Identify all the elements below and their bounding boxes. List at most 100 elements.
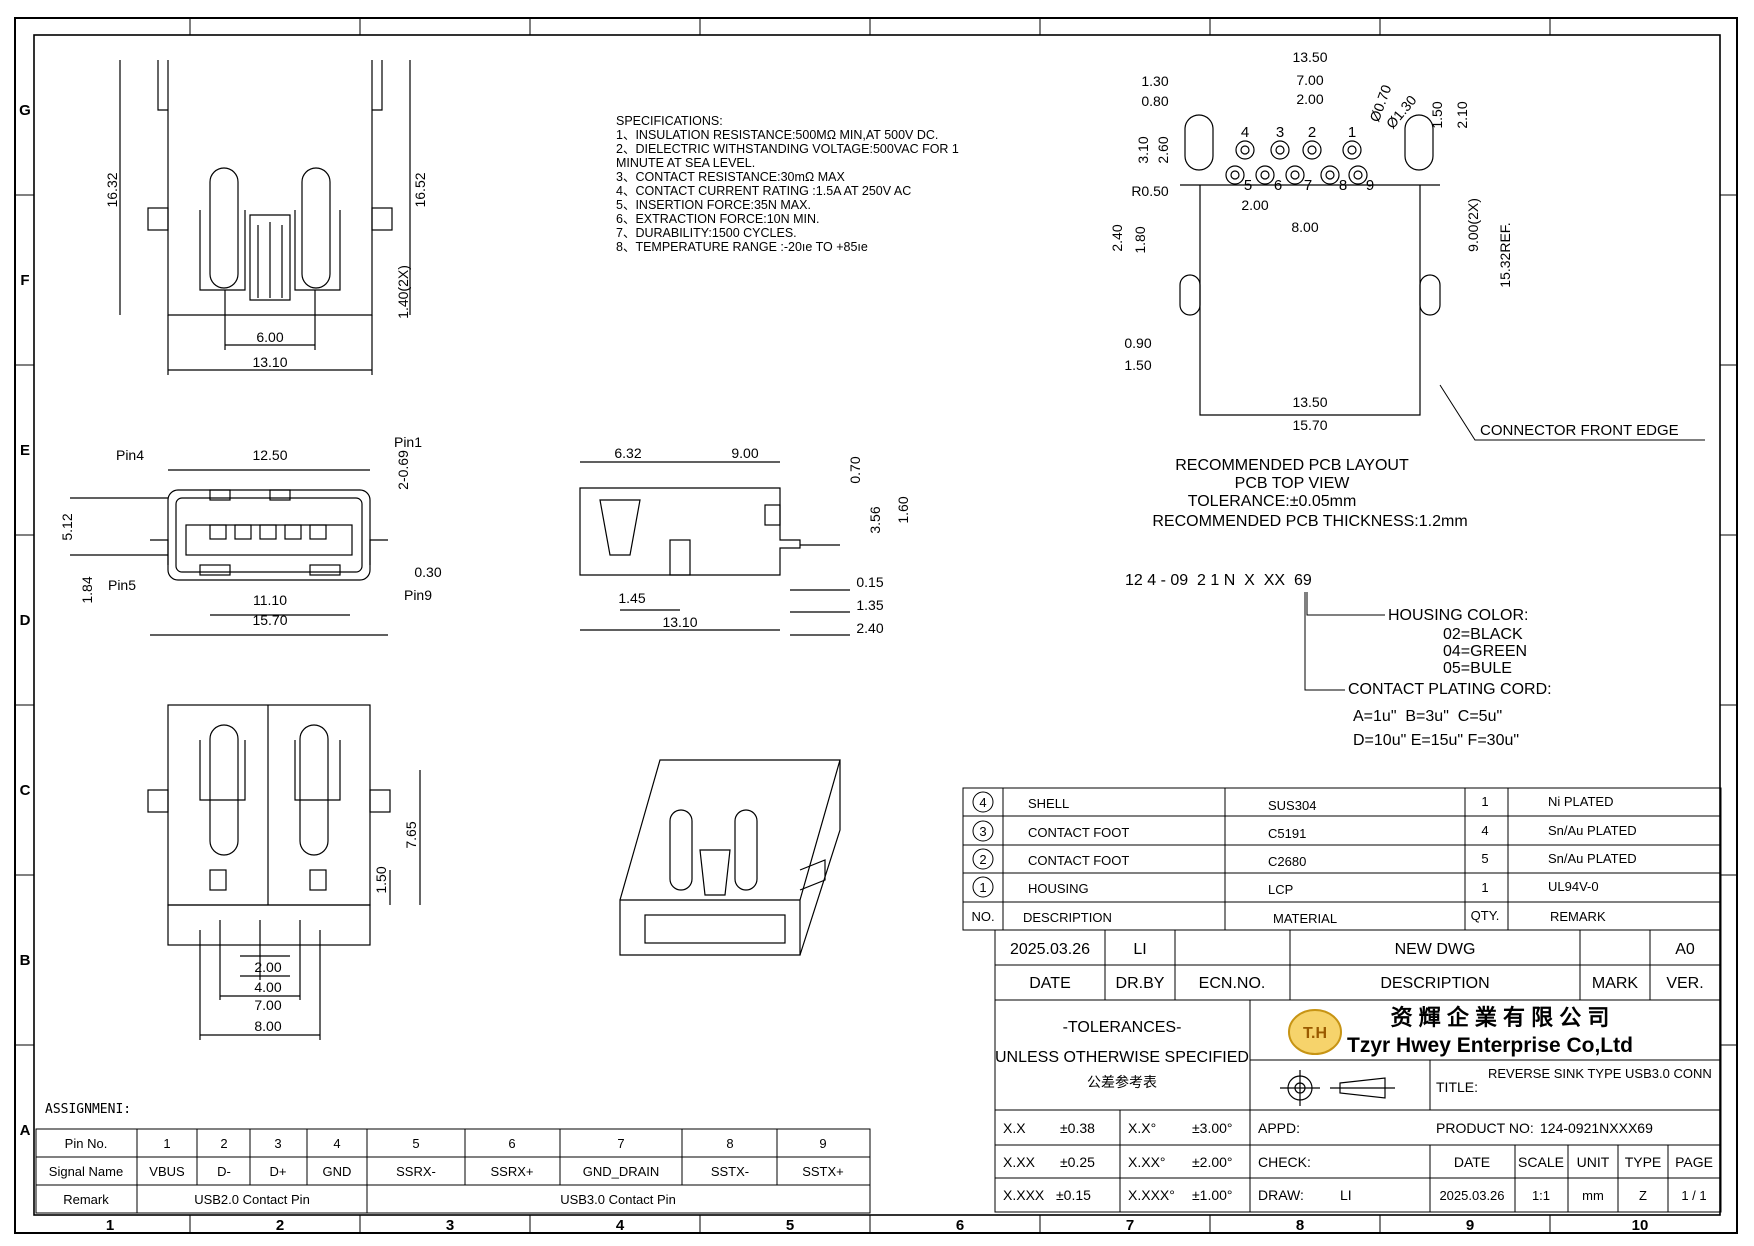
dim-label: 13.10 — [252, 354, 287, 370]
bom-qty: 5 — [1481, 851, 1488, 866]
tol-row: ±2.00° — [1192, 1154, 1233, 1170]
rev-h-ecn: ECN.NO. — [1199, 975, 1266, 992]
dim-label: 2.00 — [254, 959, 281, 975]
dim-label: 13.10 — [662, 614, 697, 630]
dim-label: 2.10 — [1454, 101, 1470, 128]
pin-number: 8 — [1339, 177, 1347, 194]
row-label: F — [20, 272, 29, 289]
rev-h-desc: DESCRIPTION — [1380, 975, 1489, 992]
drawer-name: LI — [1340, 1187, 1352, 1203]
pin-number: 3 — [274, 1136, 281, 1151]
product-label: PRODUCT NO: — [1436, 1120, 1534, 1136]
row-label: B — [20, 952, 31, 969]
bom-remark: UL94V-0 — [1548, 879, 1599, 894]
bom-header-no: NO. — [971, 909, 994, 924]
spec-line: MINUTE AT SEA LEVEL. — [616, 156, 755, 170]
product-value: 124-0921NXXX69 — [1540, 1120, 1653, 1136]
col-label: 3 — [446, 1217, 454, 1234]
row-label: D — [20, 612, 31, 629]
col-label: 10 — [1632, 1217, 1649, 1234]
dim-label: 1.30 — [1141, 73, 1168, 89]
plating-title: CONTACT PLATING CORD: — [1348, 681, 1552, 698]
plating-option: D=10u" E=15u" F=30u" — [1353, 732, 1519, 749]
bom-qty: 4 — [1481, 823, 1488, 838]
bom-desc: SHELL — [1028, 796, 1069, 811]
assignment-title: ASSIGNMENI: — [45, 1102, 131, 1117]
tol-row: X.X — [1003, 1120, 1026, 1136]
tolerances-cn: 公差参考表 — [1087, 1074, 1157, 1090]
tolerances-title: -TOLERANCES- — [1063, 1019, 1182, 1036]
dim-label: 4.00 — [254, 979, 281, 995]
col-label: 8 — [1296, 1217, 1304, 1234]
check-label: CHECK: — [1258, 1154, 1311, 1170]
front-view — [119, 60, 411, 375]
pin-number: 4 — [1241, 124, 1249, 141]
row-label: G — [19, 102, 31, 119]
rev-desc: NEW DWG — [1395, 941, 1476, 958]
bom-material: SUS304 — [1268, 798, 1316, 813]
pin-number: 7 — [617, 1136, 624, 1151]
bom-no: 1 — [979, 880, 986, 895]
dim-label: 2.60 — [1155, 136, 1171, 163]
col-label: 5 — [786, 1217, 794, 1234]
dim-label: 2.00 — [1296, 91, 1323, 107]
remark-usb3: USB3.0 Contact Pin — [560, 1192, 676, 1207]
bom-no: 2 — [979, 852, 986, 867]
dim-label: 0.80 — [1141, 93, 1168, 109]
signal-name: GND_DRAIN — [583, 1164, 660, 1179]
dim-label: 15.70 — [1292, 417, 1327, 433]
bom-material: LCP — [1268, 882, 1293, 897]
dim-label: 1.35 — [856, 597, 883, 613]
dim-label: 0.70 — [847, 456, 863, 483]
assignment-remark-label: Remark — [63, 1192, 109, 1207]
assignment-signal-label: Signal Name — [49, 1164, 123, 1179]
title-value: REVERSE SINK TYPE USB3.0 CONN — [1488, 1066, 1712, 1081]
pin-label: Pin4 — [116, 447, 144, 463]
col-label: 4 — [616, 1217, 625, 1234]
v-unit: mm — [1582, 1188, 1604, 1203]
dim-label: 12.50 — [252, 447, 287, 463]
dim-label: 2.00 — [1241, 197, 1268, 213]
tol-row: ±0.25 — [1060, 1154, 1095, 1170]
spec-title: SPECIFICATIONS: — [616, 114, 723, 128]
pin-number: 5 — [1244, 177, 1252, 194]
tol-row: ±3.00° — [1192, 1120, 1233, 1136]
pin-label: Pin5 — [108, 577, 136, 593]
signal-name: SSRX+ — [491, 1164, 534, 1179]
dim-label: 6.32 — [614, 445, 641, 461]
row-label: C — [20, 782, 31, 799]
bom-header-remark: REMARK — [1550, 909, 1606, 924]
inner-border — [33, 34, 1721, 1216]
pcb-caption: RECOMMENDED PCB LAYOUT — [1175, 457, 1409, 474]
dim-label: 15.70 — [252, 612, 287, 628]
spec-line: 3、CONTACT RESISTANCE:30mΩ MAX — [616, 170, 845, 184]
bom-header-desc: DESCRIPTION — [1023, 910, 1112, 925]
pin-label: Pin9 — [404, 587, 432, 603]
spec-line: 2、DIELECTRIC WITHSTANDING VOLTAGE:500VAC… — [616, 142, 959, 156]
isometric-view — [619, 759, 841, 956]
end-view — [70, 469, 388, 636]
bom-material: C2680 — [1268, 854, 1306, 869]
dim-label: 1.80 — [1132, 226, 1148, 253]
pcb-layout — [1179, 114, 1441, 416]
dim-label: 2.40 — [856, 620, 883, 636]
rev-h-date: DATE — [1029, 975, 1070, 992]
draw-label: DRAW: — [1258, 1187, 1304, 1203]
pin-number: 7 — [1304, 177, 1312, 194]
dim-label: 1.45 — [618, 590, 645, 606]
bom-header-material: MATERIAL — [1273, 911, 1337, 926]
signal-name: SSTX+ — [802, 1164, 844, 1179]
housing-option: 02=BLACK — [1443, 626, 1523, 643]
dim-label: 16.32 — [104, 172, 120, 207]
company-name-cn: 资 輝 企 業 有 限 公 司 — [1391, 1005, 1610, 1030]
spec-line: 4、CONTACT CURRENT RATING :1.5A AT 250V A… — [616, 184, 911, 198]
pin-number: 3 — [1276, 124, 1284, 141]
pin-number: 6 — [1274, 177, 1282, 194]
dim-label: 3.56 — [867, 506, 883, 533]
tolerances-subtitle: UNLESS OTHERWISE SPECIFIED — [995, 1049, 1249, 1066]
bom-remark: Sn/Au PLATED — [1548, 851, 1637, 866]
part-number-code: 12 4 - 09 2 1 N X XX 69 — [1125, 572, 1312, 589]
company-logo: T.H — [1288, 1009, 1342, 1055]
dim-label: 7.65 — [403, 821, 419, 848]
